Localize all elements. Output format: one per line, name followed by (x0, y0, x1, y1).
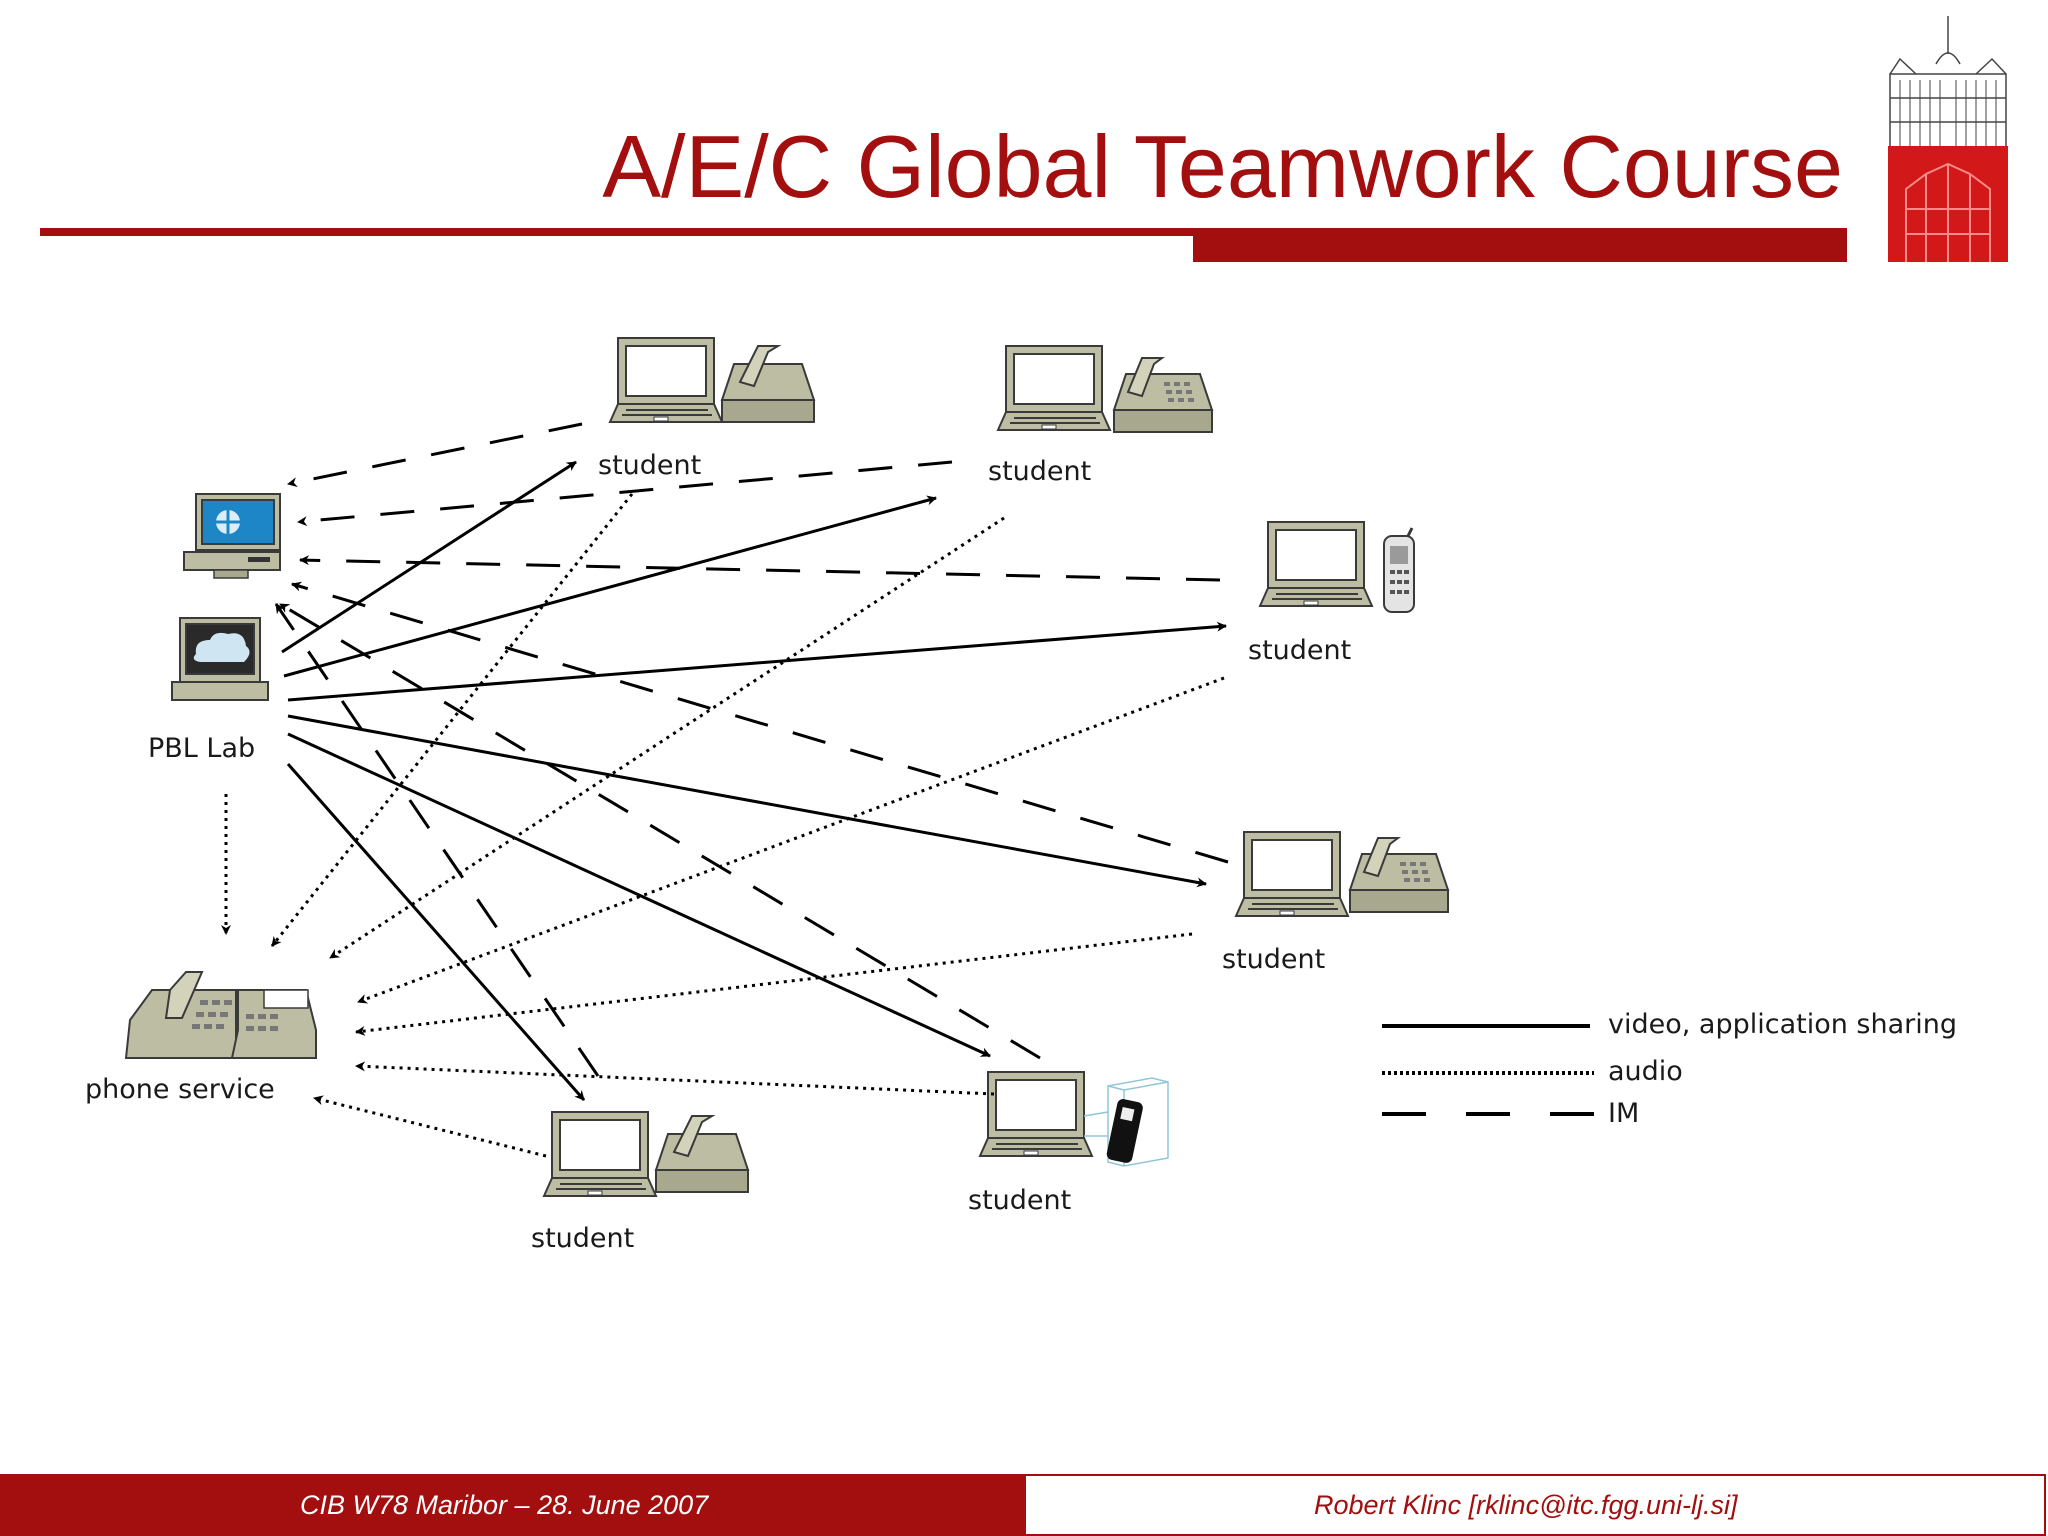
student-bottom-center-node: student (968, 1071, 1169, 1216)
video-links (281, 460, 1227, 1101)
mobile-phone-icon (1383, 527, 1415, 613)
footer-author: Robert Klinc [rklinc@itc.fgg.uni-lj.si] (1026, 1474, 2046, 1536)
pbl-server-icon (183, 493, 281, 579)
title-rule (40, 228, 1847, 236)
footer-event-text: CIB W78 Maribor – 28. June 2007 (300, 1490, 709, 1520)
legend: video, application sharing audio IM (1382, 1009, 1957, 1129)
student-top-center-node: student (598, 337, 815, 481)
student-right-lower-node: student (1222, 831, 1449, 975)
phone-service-label: phone service (85, 1074, 275, 1105)
student-bottom-left-node: student (531, 1111, 749, 1254)
audio-links (221, 493, 1225, 1158)
student-label: student (1248, 635, 1351, 666)
mobile-phone-icon (1083, 1077, 1169, 1167)
title-rule-bar (1193, 228, 1847, 262)
student-label: student (598, 450, 701, 481)
legend-video-label: video, application sharing (1608, 1009, 1957, 1040)
slide-title: A/E/C Global Teamwork Course (602, 117, 1843, 216)
student-right-upper-node: student (1248, 521, 1415, 666)
phone-service-icon (124, 971, 317, 1059)
university-logo (1888, 16, 2008, 262)
student-label: student (988, 456, 1091, 487)
legend-im-label: IM (1608, 1098, 1639, 1129)
footer-author-text: Robert Klinc [rklinc@itc.fgg.uni-lj.si] (1314, 1490, 1738, 1520)
footer-event: CIB W78 Maribor – 28. June 2007 (0, 1474, 1026, 1536)
slide-footer: CIB W78 Maribor – 28. June 2007 Robert K… (0, 1474, 2048, 1536)
pbl-lab-label: PBL Lab (148, 733, 255, 764)
student-label: student (531, 1223, 634, 1254)
im-links (274, 422, 1229, 1077)
student-label: student (968, 1185, 1071, 1216)
student-top-right-node: student (988, 345, 1213, 487)
student-label: student (1222, 944, 1325, 975)
legend-audio-label: audio (1608, 1056, 1683, 1087)
pbl-lab-computer-icon (171, 617, 269, 701)
